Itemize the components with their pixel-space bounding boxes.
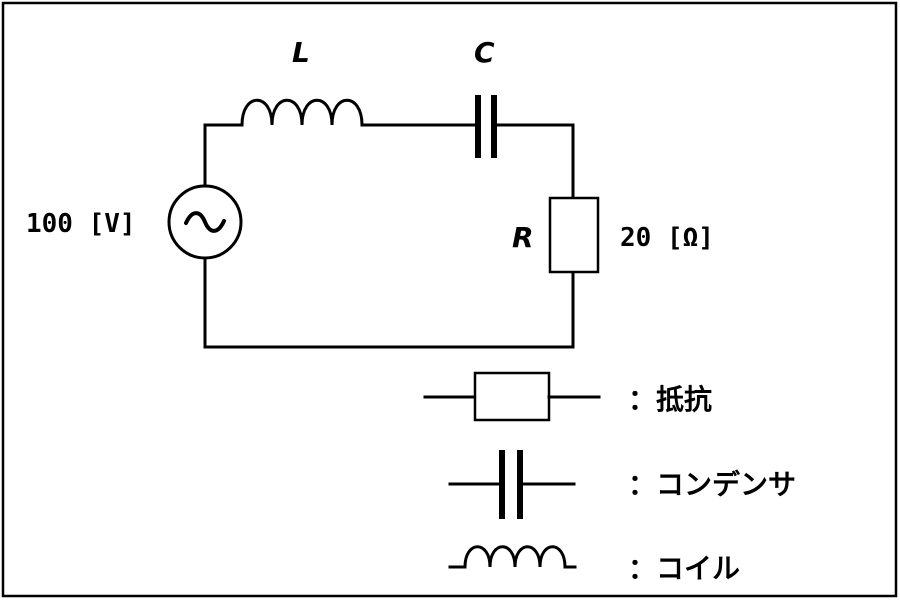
legend-inductor-label: ：コイル (628, 552, 740, 585)
legend-capacitor-label: ：コンデンサ (628, 468, 796, 501)
resistor-symbol (548, 196, 600, 274)
resistor-label: R (512, 221, 534, 254)
legend-inductor-symbol (448, 545, 577, 569)
inductor-label: L (292, 36, 310, 69)
capacitor-label: C (474, 36, 495, 69)
capacitor-symbol (475, 95, 497, 158)
legend-resistor-symbol (423, 371, 601, 422)
legend-resistor-label: ：抵抗 (628, 383, 712, 416)
source-value: 100 [V] (26, 209, 136, 239)
resistor-value: 20 [Ω] (620, 223, 714, 253)
legend: ：抵抗 ：コンデンサ ：コイル (423, 371, 796, 585)
legend-capacitor-symbol (448, 450, 576, 519)
ac-source-symbol (167, 184, 243, 260)
circuit-wires (203, 123, 575, 349)
inductor-symbol (240, 98, 364, 127)
